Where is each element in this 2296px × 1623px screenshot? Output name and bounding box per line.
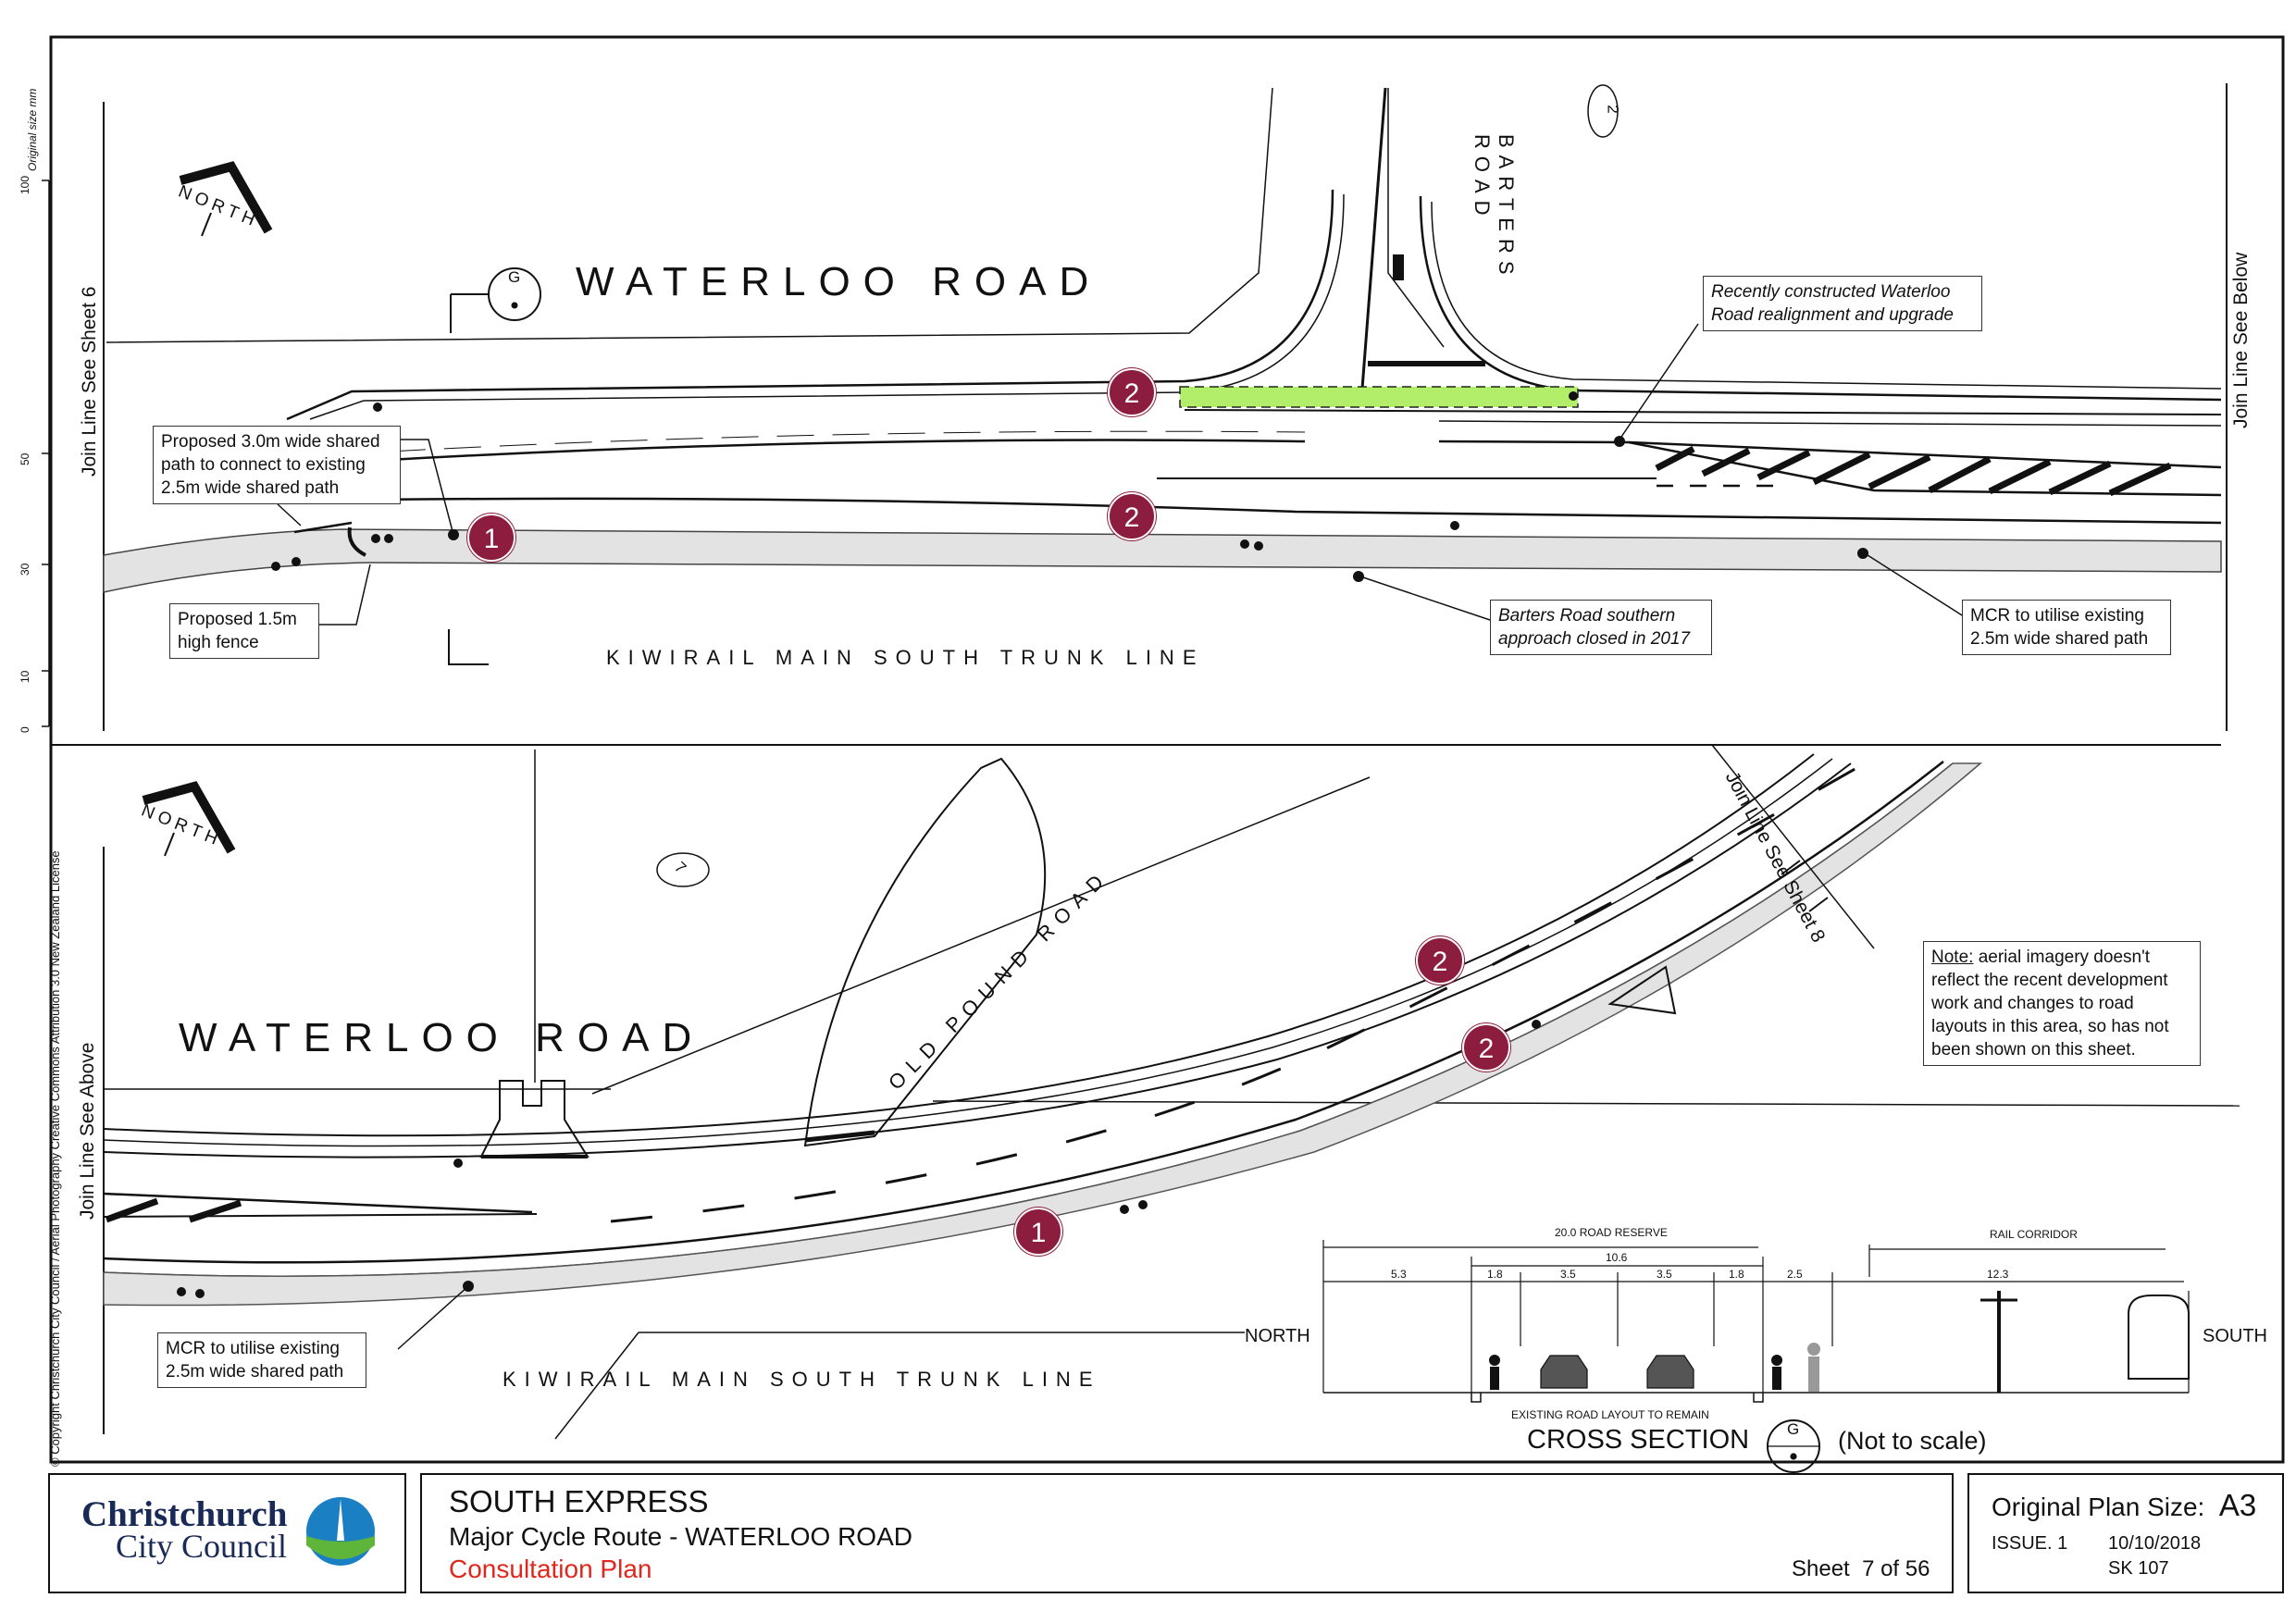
north-arrow-bottom: [142, 781, 236, 857]
note-box: Note: aerial imagery doesn't reflect the…: [1923, 941, 2201, 1066]
scale-tick-0: 0: [19, 726, 31, 733]
xs-dim-cycle-1: 1.8: [1487, 1268, 1503, 1281]
project-subtitle: Major Cycle Route - WATERLOO ROAD: [449, 1522, 912, 1551]
callout-mcr-top: MCR to utilise existing 2.5m wide shared…: [1962, 600, 2171, 655]
xs-title: CROSS SECTION: [1527, 1425, 1750, 1455]
plan-size-label: Original Plan Size:: [1992, 1493, 2205, 1521]
callout-mcr-bottom: MCR to utilise existing 2.5m wide shared…: [157, 1332, 366, 1388]
bottom-road-name: WATERLOO ROAD: [179, 1015, 705, 1060]
marker-bottom-2a: 2: [1416, 936, 1464, 985]
top-plan-drawing: [103, 83, 2228, 731]
issue-date: 10/10/2018: [2108, 1533, 2202, 1554]
scale-tick-10: 10: [19, 670, 31, 683]
join-line-right: Join Line See Below: [2230, 252, 2252, 428]
callout-shared-path: Proposed 3.0m wide shared path to connec…: [153, 426, 401, 504]
top-road-name: WATERLOO ROAD: [576, 259, 1102, 304]
plan-size: Original Plan Size: A3: [1992, 1488, 2256, 1523]
barters-road-line-1: BARTERS: [1495, 134, 1518, 282]
logo-line-1: Christchurch: [81, 1494, 288, 1534]
xs-rail-corridor: RAIL CORRIDOR: [1990, 1228, 2078, 1241]
north-arrow-top: [179, 161, 273, 237]
xs-south: SOUTH: [2203, 1326, 2267, 1346]
scale-tick-100: 100: [19, 175, 31, 194]
marker-top-2b: 2: [1108, 492, 1156, 540]
scale-tick-50: 50: [19, 452, 31, 465]
marker-top-1: 1: [467, 514, 515, 562]
xs-dim-lane-2: 3.5: [1657, 1268, 1672, 1281]
logo-line-2: City Council: [116, 1528, 288, 1565]
logo-mark: [306, 1497, 375, 1566]
sheet-border: [49, 35, 2285, 1464]
callout-realignment: Recently constructed Waterloo Road reali…: [1703, 276, 1982, 331]
xs-total-width: 10.6: [1606, 1251, 1628, 1264]
callout-fence: Proposed 1.5m high fence: [169, 603, 319, 659]
join-line-left: Join Line See Sheet 6: [79, 286, 100, 477]
scale-tick-30: 30: [19, 563, 31, 576]
barters-road-label: BARTERS ROAD: [1470, 134, 1518, 282]
bottom-rail-label: KIWIRAIL MAIN SOUTH TRUNK LINE: [503, 1368, 1101, 1391]
scale-bar: [42, 180, 50, 727]
scale-caption: Original size mm: [26, 88, 39, 171]
barters-road-line-2: ROAD: [1471, 134, 1494, 223]
xs-dim-cycle-2: 1.8: [1729, 1268, 1744, 1281]
project-title: SOUTH EXPRESS: [449, 1484, 709, 1518]
bottom-plan-drawing: [103, 744, 2240, 1440]
join-line-above: Join Line See Above: [77, 1042, 98, 1220]
xs-scale-note: (Not to scale): [1838, 1427, 1987, 1455]
copyright-text: © Copyright Christchurch City Council / …: [48, 850, 62, 1467]
note-heading: Note:: [1931, 948, 1974, 967]
marker-bottom-1: 1: [1014, 1208, 1062, 1256]
xs-dim-verge: 5.3: [1391, 1268, 1407, 1281]
drawing-number: SK 107: [2108, 1558, 2169, 1579]
note-body: aerial imagery doesn't reflect the recen…: [1931, 948, 2169, 1059]
sheet-value: 7 of 56: [1862, 1556, 1930, 1581]
xs-remain-note: EXISTING ROAD LAYOUT TO REMAIN: [1511, 1408, 1709, 1421]
xs-ref: G: [1787, 1420, 1800, 1438]
xs-road-reserve: 20.0 ROAD RESERVE: [1555, 1226, 1668, 1239]
xs-dim-lane-1: 3.5: [1560, 1268, 1576, 1281]
sheet-label: Sheet: [1792, 1556, 1850, 1581]
marker-top-2a: 2: [1108, 368, 1156, 416]
marker-bottom-2b: 2: [1462, 1023, 1510, 1072]
map-ref-number: 2: [1604, 105, 1622, 114]
plan-type: Consultation Plan: [449, 1555, 652, 1583]
xs-dim-rail: 12.3: [1987, 1268, 2009, 1281]
issue-number: ISSUE. 1: [1992, 1533, 2068, 1554]
cross-section-drawing: [1322, 1240, 2190, 1473]
xs-dim-path: 2.5: [1787, 1268, 1803, 1281]
top-rail-label: KIWIRAIL MAIN SOUTH TRUNK LINE: [606, 646, 1205, 669]
plan-size-value: A3: [2218, 1488, 2257, 1522]
section-ref-letter: G: [508, 268, 521, 286]
sheet-number: Sheet 7 of 56: [1792, 1556, 1930, 1582]
xs-north: NORTH: [1245, 1326, 1310, 1346]
callout-barters-closed: Barters Road southern approach closed in…: [1490, 600, 1712, 655]
